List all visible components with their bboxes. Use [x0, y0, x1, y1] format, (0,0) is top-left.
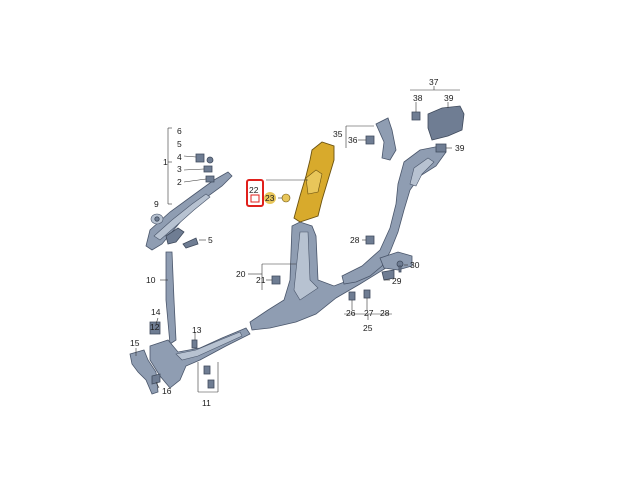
label-38: 38 [413, 93, 423, 103]
lower-a-pillar-strip[interactable] [165, 251, 177, 345]
bracket-15[interactable] [129, 349, 159, 395]
trim-piece-35[interactable] [375, 117, 397, 161]
b-pillar-upper-trim[interactable] [293, 141, 335, 223]
label-23-badge: 23 [264, 192, 276, 204]
clip-23[interactable] [281, 193, 291, 203]
label-9: 9 [154, 199, 159, 209]
label-5b: 5 [208, 235, 213, 245]
label-29: 29 [392, 276, 402, 286]
label-14: 14 [151, 307, 161, 317]
label-27: 27 [364, 308, 374, 318]
round-clip-9[interactable] [150, 213, 164, 225]
label-26: 26 [346, 308, 356, 318]
label-6: 6 [177, 126, 182, 136]
label-20: 20 [236, 269, 246, 279]
clip-21[interactable] [271, 275, 281, 285]
label-4: 4 [177, 152, 182, 162]
label-30: 30 [410, 260, 420, 270]
rear-quarter-trim-37[interactable] [427, 105, 465, 141]
leader-lines [135, 86, 460, 393]
label-1: 1 [163, 157, 168, 167]
b-pillar-lower-trim[interactable] [249, 221, 387, 331]
label-2: 2 [177, 177, 182, 187]
label-15: 15 [130, 338, 140, 348]
label-36: 36 [348, 135, 358, 145]
label-28: 28 [350, 235, 360, 245]
clip-set-1-6[interactable] [195, 153, 215, 183]
a-pillar-trim[interactable] [145, 171, 233, 251]
screw-13[interactable] [191, 339, 198, 349]
label-22: 22 [249, 185, 259, 195]
label-37: 37 [429, 77, 439, 87]
label-39b: 39 [455, 143, 465, 153]
clip-36[interactable] [365, 135, 375, 145]
label-28b: 28 [380, 308, 390, 318]
label-39: 39 [444, 93, 454, 103]
label-5: 5 [177, 139, 182, 149]
clip-28[interactable] [365, 235, 375, 245]
sill-front-trim[interactable] [149, 327, 251, 389]
sill-rear-trim[interactable] [379, 251, 413, 281]
label-23: 23 [265, 193, 275, 203]
label-12: 12 [150, 322, 160, 332]
a-pillar-clip-small[interactable] [182, 237, 199, 249]
screw-16[interactable] [151, 373, 161, 385]
label-21: 21 [256, 275, 266, 285]
label-35: 35 [333, 129, 343, 139]
label-3: 3 [177, 164, 182, 174]
clip-39[interactable] [435, 143, 447, 153]
clip-11[interactable] [203, 365, 215, 389]
label-13: 13 [192, 325, 202, 335]
label-11: 11 [202, 398, 211, 408]
c-pillar-trim[interactable] [341, 145, 447, 285]
label-25: 25 [363, 323, 373, 333]
part-22-marker[interactable] [246, 179, 264, 207]
part-labels: 6 5 1 4 3 2 9 5 10 14 12 13 15 16 11 20 … [130, 77, 465, 408]
clip-38[interactable] [411, 111, 421, 121]
label-10: 10 [146, 275, 156, 285]
label-16: 16 [162, 386, 172, 396]
screw-30[interactable] [396, 260, 404, 273]
